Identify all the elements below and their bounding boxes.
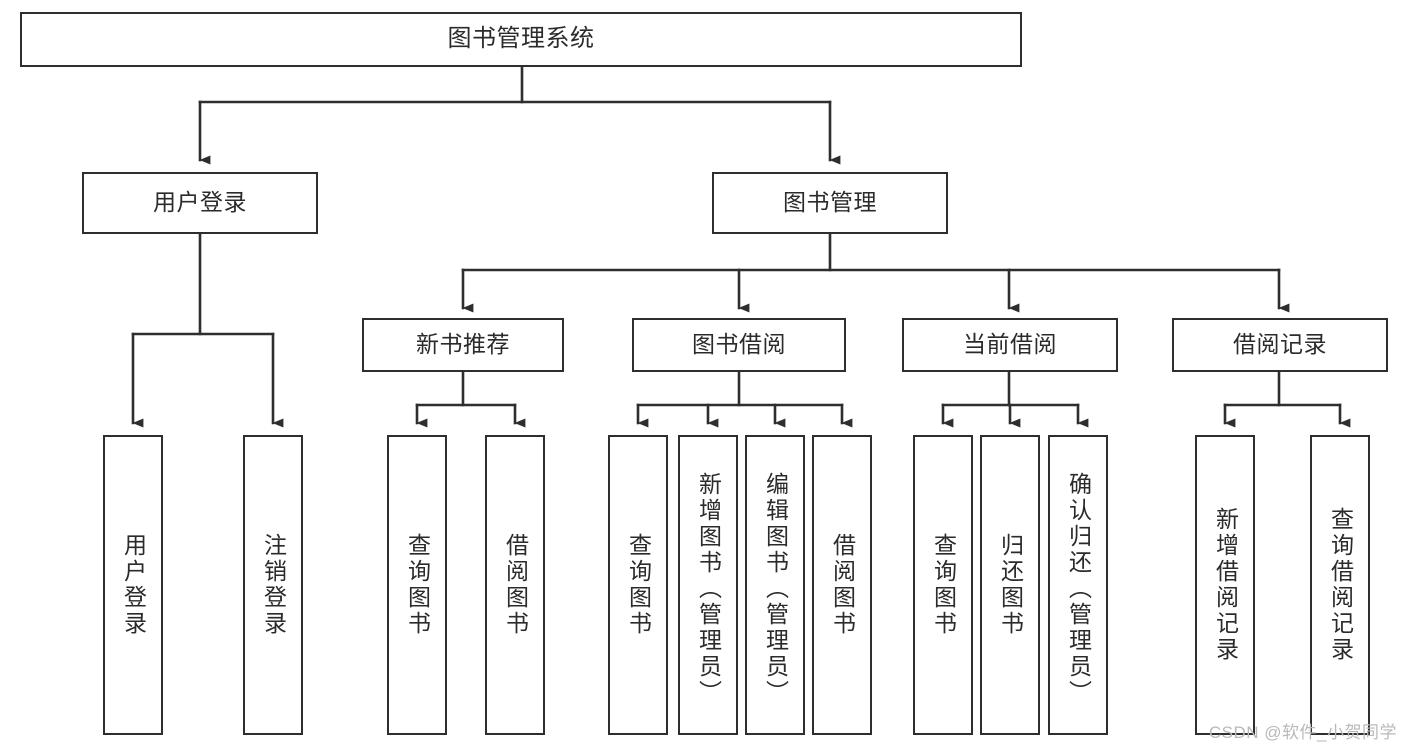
watermark: CSDN @软件_小贺同学 (1208, 723, 1397, 742)
node-leaf-user-logout[interactable]: 注销登录 (243, 435, 303, 735)
node-label: 图书管理 (783, 189, 877, 216)
node-leaf-borrow-book-1[interactable]: 借阅图书 (485, 435, 545, 735)
node-root-system[interactable]: 图书管理系统 (20, 12, 1022, 67)
node-label: 新书推荐 (416, 331, 510, 358)
node-current-borrow[interactable]: 当前借阅 (902, 318, 1118, 372)
node-label: 新增图书（管理员） (695, 472, 722, 706)
node-leaf-query-book-1[interactable]: 查询图书 (387, 435, 447, 735)
node-leaf-query-book-2[interactable]: 查询图书 (608, 435, 668, 735)
node-leaf-return-book[interactable]: 归还图书 (980, 435, 1040, 735)
node-label: 用户登录 (120, 533, 147, 637)
node-label: 借阅记录 (1233, 331, 1327, 358)
node-borrow-record[interactable]: 借阅记录 (1172, 318, 1388, 372)
node-new-book-recommend[interactable]: 新书推荐 (362, 318, 564, 372)
node-leaf-query-record[interactable]: 查询借阅记录 (1310, 435, 1370, 735)
node-label: 确认归还（管理员） (1065, 472, 1092, 706)
node-leaf-borrow-book-2[interactable]: 借阅图书 (812, 435, 872, 735)
node-book-borrow[interactable]: 图书借阅 (632, 318, 846, 372)
node-label: 编辑图书（管理员） (762, 472, 789, 706)
node-label: 用户登录 (153, 189, 247, 216)
node-leaf-add-record[interactable]: 新增借阅记录 (1195, 435, 1255, 735)
node-leaf-add-book[interactable]: 新增图书（管理员） (678, 435, 738, 735)
node-label: 图书管理系统 (447, 25, 595, 53)
node-label: 借阅图书 (502, 533, 529, 637)
node-leaf-edit-book[interactable]: 编辑图书（管理员） (745, 435, 805, 735)
node-label: 注销登录 (260, 533, 287, 637)
node-book-manage[interactable]: 图书管理 (712, 172, 948, 234)
node-label: 查询图书 (930, 533, 957, 637)
node-label: 查询图书 (625, 533, 652, 637)
node-label: 归还图书 (997, 533, 1024, 637)
node-leaf-user-login[interactable]: 用户登录 (103, 435, 163, 735)
node-label: 查询图书 (404, 533, 431, 637)
node-label: 借阅图书 (829, 533, 856, 637)
node-label: 当前借阅 (963, 331, 1057, 358)
node-user-login[interactable]: 用户登录 (82, 172, 318, 234)
node-leaf-query-book-3[interactable]: 查询图书 (913, 435, 973, 735)
node-leaf-confirm-return[interactable]: 确认归还（管理员） (1048, 435, 1108, 735)
node-label: 图书借阅 (692, 331, 786, 358)
node-label: 新增借阅记录 (1212, 507, 1239, 663)
node-label: 查询借阅记录 (1327, 507, 1354, 663)
